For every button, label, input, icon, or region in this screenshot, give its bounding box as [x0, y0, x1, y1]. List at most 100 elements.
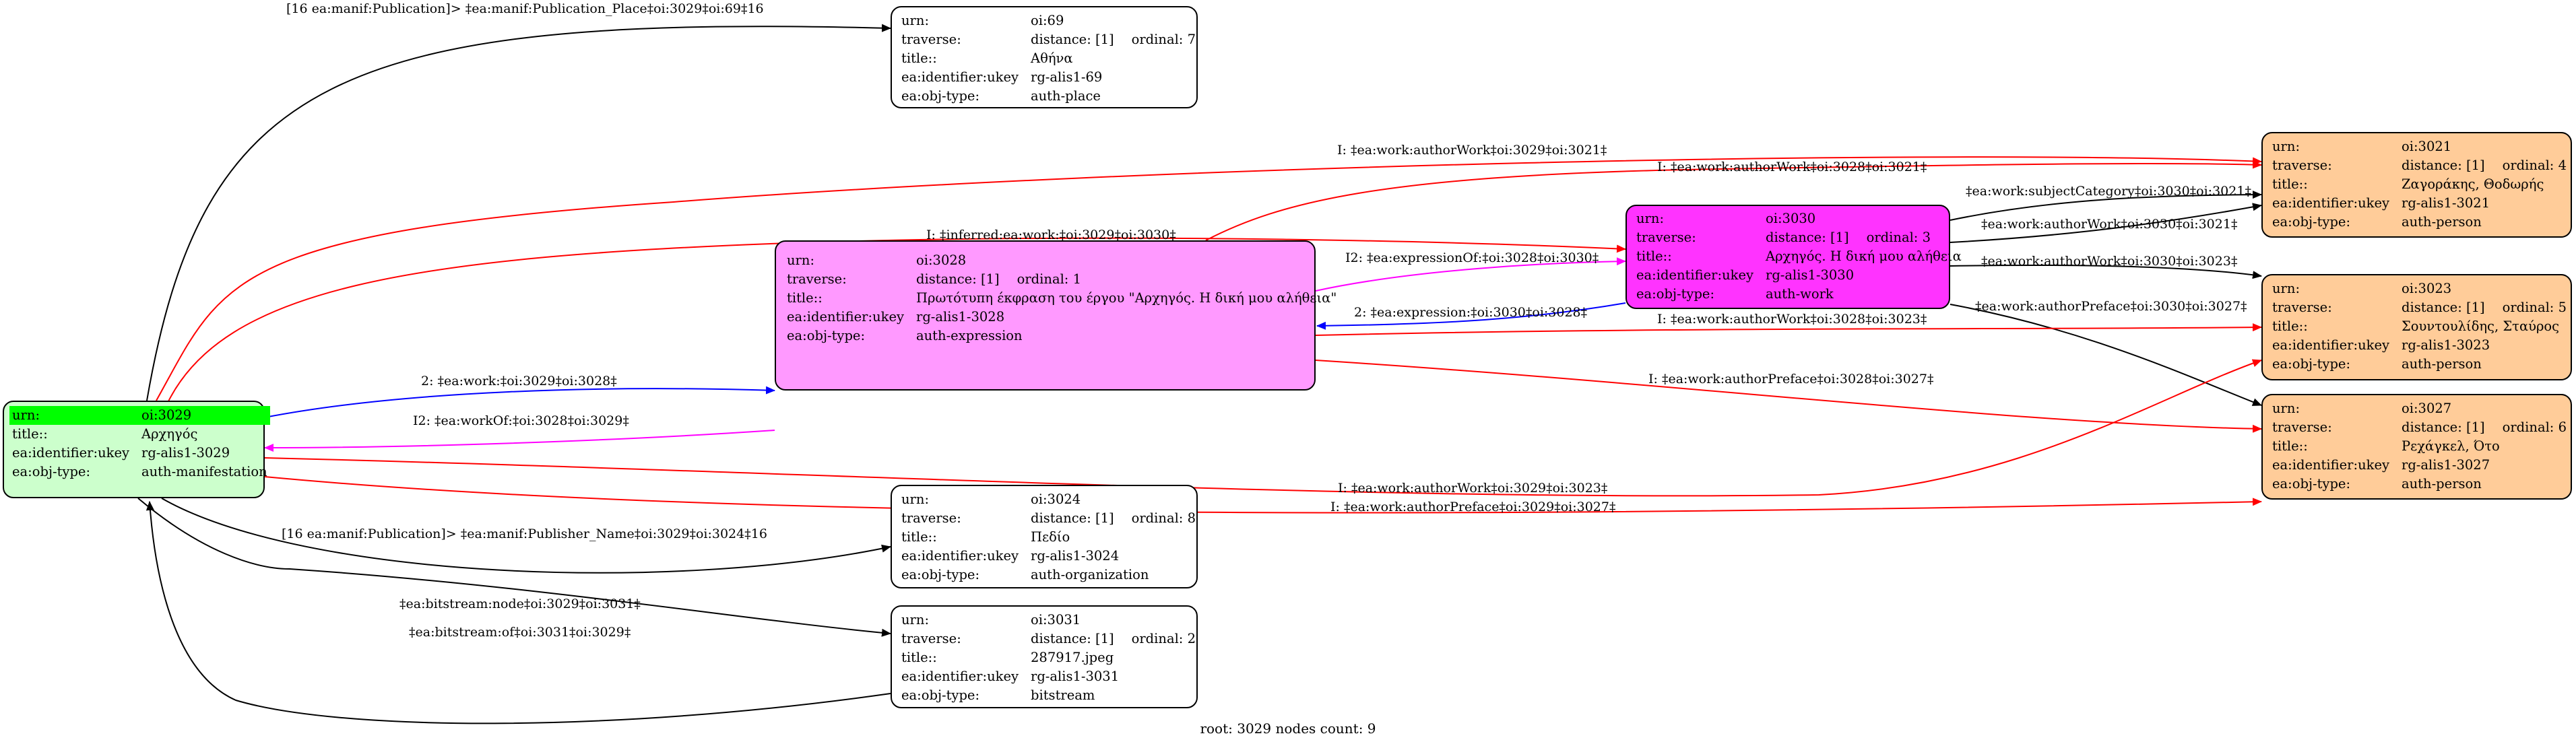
traverse-label: traverse:: [901, 32, 961, 47]
title-value: 287917.jpeg: [1031, 650, 1114, 665]
distance-value: distance: [1]: [1031, 32, 1114, 47]
edge-authorpreface-3030-3027: [1950, 304, 2262, 406]
urn-value: oi:3030: [1766, 211, 1816, 226]
urn-value: oi:69: [1031, 13, 1064, 28]
edge-publication-place: [146, 24, 891, 401]
objtype-label: ea:obj-type:: [1636, 286, 1715, 302]
ukey-label: ea:identifier:ukey: [12, 445, 129, 461]
objtype-value: auth-expression: [916, 328, 1023, 343]
ordinal-value: ordinal: 6: [2502, 419, 2567, 435]
urn-label: urn:: [901, 492, 930, 507]
edge-label-bitstream-node: ‡ea:bitstream:node‡oi:3029‡oi:3031‡: [399, 597, 641, 611]
traverse-label: traverse:: [787, 271, 847, 287]
urn-value: oi:3021: [2402, 139, 2452, 154]
edge-subjectcategory: [1950, 191, 2262, 221]
edge-label-authorpreface-3028-3027: I: ‡ea:work:authorPreface‡oi:3028‡oi:302…: [1648, 372, 1933, 386]
ukey-label: ea:identifier:ukey: [901, 548, 1019, 564]
node-person-3021[interactable]: urn: oi:3021 traverse: distance: [1]ordina…: [2261, 132, 2572, 238]
node-organization-3024[interactable]: urn:oi:3024 traverse:distance: [1]ordina…: [891, 485, 1198, 588]
urn-label: urn:: [1636, 211, 1665, 226]
node-expression-3028[interactable]: urn:oi:3028 traverse:distance: [1]ordina…: [775, 240, 1337, 391]
node-bitstream-3031[interactable]: urn:oi:3031 traverse:distance: [1]ordina…: [891, 605, 1198, 708]
edge-label-authorwork-3029-3023: I: ‡ea:work:authorWork‡oi:3029‡oi:3023‡: [1338, 481, 1607, 496]
urn-label: urn:: [2272, 281, 2300, 296]
title-value: Πρωτότυπη έκφραση του έργου "Αρχηγός. Η …: [916, 290, 1337, 306]
objtype-value: auth-place: [1031, 88, 1101, 104]
edge-authorwork-3030-3023: [1950, 264, 2262, 279]
node-person-3023[interactable]: urn: oi:3023 traverse: distance: [1] ordina…: [2261, 274, 2572, 380]
objtype-label: ea:obj-type:: [2272, 356, 2351, 372]
edge-expressionof: [1315, 257, 1626, 292]
distance-value: distance: [1]: [1766, 230, 1849, 245]
edge-label-expression: 2: ‡ea:expression:‡oi:3030‡oi:3028‡: [1354, 305, 1587, 320]
traverse-label: traverse:: [901, 510, 961, 526]
objtype-value: auth-organization: [1031, 567, 1149, 582]
traverse-value: distance: [1]ordinal: 6: [2399, 418, 2569, 437]
urn-value: oi:3031: [1031, 612, 1081, 628]
title-value: Αρχηγός: [141, 426, 198, 442]
objtype-label: ea:obj-type:: [901, 567, 980, 582]
title-value: Σουντουλίδης, Σταύρος: [2402, 318, 2560, 334]
title-label: title::: [901, 650, 937, 665]
graph-footer: root: 3029 nodes count: 9: [1200, 720, 1376, 737]
ukey-value: rg-alis1-3030: [1766, 267, 1855, 283]
urn-value: oi:3029: [141, 407, 192, 423]
urn-label: urn:: [787, 252, 815, 268]
edge-label-expressionof: I2: ‡ea:expressionOf:‡oi:3028‡oi:3030‡: [1345, 250, 1599, 265]
ordinal-value: ordinal: 3: [1866, 230, 1931, 245]
traverse-label: traverse:: [901, 631, 961, 646]
edge-authorwork-3028-3023: [1315, 323, 2262, 336]
traverse-label: traverse:: [2272, 158, 2332, 173]
edge-label-authorwork-3028-3023: I: ‡ea:work:authorWork‡oi:3028‡oi:3023‡: [1657, 312, 1927, 327]
edge-label-authorpreface-3030-3027: ‡ea:work:authorPreface‡oi:3030‡oi:3027‡: [1975, 299, 2247, 314]
node-place-69[interactable]: urn: oi:69 traverse: distance: [1] ordinal:…: [891, 6, 1198, 108]
ukey-label: ea:identifier:ukey: [901, 69, 1019, 85]
edge-label-authorwork-3030-3023: ‡ea:work:authorWork‡oi:3030‡oi:3023‡: [1981, 254, 2237, 269]
traverse-value: distance: [1] ordinal: 3: [1763, 228, 1964, 247]
edge-workof: [264, 430, 775, 452]
edge-expression: [1316, 302, 1626, 330]
title-value: Ρεχάγκελ, Ότο: [2402, 438, 2500, 454]
node-header-row: urn: oi:3029: [9, 406, 270, 425]
title-label: title::: [901, 50, 937, 66]
edge-label-work: 2: ‡ea:work:‡oi:3029‡oi:3028‡: [421, 374, 617, 388]
traverse-value: distance: [1]ordinal: 4: [2399, 156, 2569, 175]
traverse-value: distance: [1] ordinal: 5: [2399, 298, 2569, 317]
objtype-label: ea:obj-type:: [2272, 214, 2351, 230]
distance-value: distance: [1]: [2402, 300, 2485, 315]
traverse-label: traverse:: [2272, 419, 2332, 435]
distance-value: distance: [1]: [916, 271, 1000, 287]
distance-value: distance: [1]: [1031, 510, 1114, 526]
node-work-3030[interactable]: urn: oi:3030 traverse: distance: [1] ordina…: [1625, 205, 1962, 309]
edge-authorwork-3029-3021: [156, 156, 2262, 401]
title-value: Αρχηγός. Η δική μου αλήθεια: [1766, 248, 1962, 264]
urn-label: urn:: [2272, 139, 2300, 154]
edge-authorwork-3030-3021: [1950, 203, 2262, 243]
traverse-label: traverse:: [1636, 230, 1696, 245]
ukey-label: ea:identifier:ukey: [787, 309, 904, 325]
objtype-value: auth-person: [2402, 214, 2482, 230]
ordinal-value: ordinal: 7: [1131, 32, 1196, 47]
ukey-label: ea:identifier:ukey: [2272, 195, 2389, 211]
edge-publisher: [161, 498, 891, 574]
urn-value: oi:3023: [2402, 281, 2452, 296]
edge-authorwork-3028-3021: [1205, 160, 2262, 241]
ukey-label: ea:identifier:ukey: [1636, 267, 1753, 283]
title-label: title::: [901, 529, 937, 545]
urn-label: urn:: [901, 13, 930, 28]
edge-label-authorwork-3028-3021: I: ‡ea:work:authorWork‡oi:3028‡oi:3021‡: [1657, 160, 1927, 174]
objtype-label: ea:obj-type:: [901, 687, 980, 703]
traverse-value: distance: [1] ordinal: 7: [1028, 30, 1198, 49]
ordinal-value: ordinal: 5: [2502, 300, 2567, 315]
traverse-label: traverse:: [2272, 300, 2332, 315]
title-label: title::: [12, 426, 48, 442]
edge-label-publication-place: [16 ea:manif:Publication]> ‡ea:manif:Pub…: [286, 1, 764, 16]
node-person-3027[interactable]: urn:oi:3027 traverse:distance: [1]ordina…: [2261, 394, 2572, 500]
edge-label-publisher: [16 ea:manif:Publication]> ‡ea:manif:Pub…: [282, 527, 767, 541]
objtype-label: ea:obj-type:: [901, 88, 980, 104]
urn-label: urn:: [901, 612, 930, 628]
ukey-value: rg-alis1-3021: [2402, 195, 2490, 211]
objtype-value: bitstream: [1031, 687, 1095, 703]
node-manifestation-3029[interactable]: urn: oi:3029 title::Αρχηγός ea:identifie…: [3, 401, 270, 498]
